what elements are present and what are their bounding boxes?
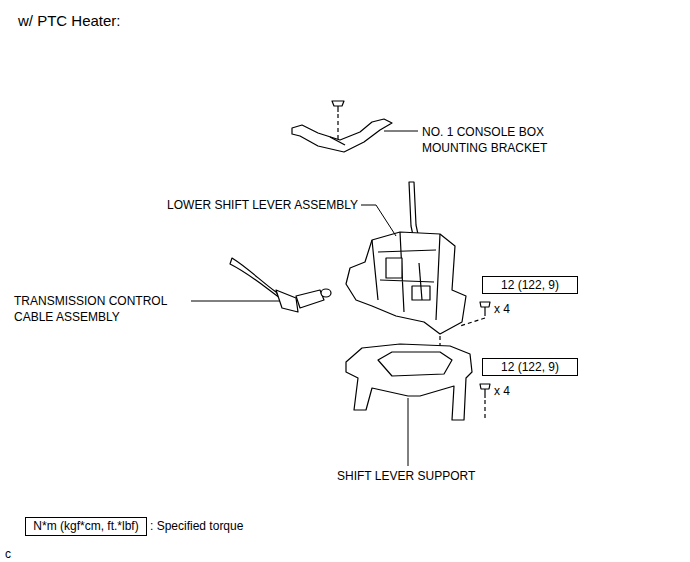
cable-end [321,289,331,297]
torque-value: 12 (122, 9) [501,360,559,374]
legend-torque-box: N*m (kgf*cm, ft.*lbf) [25,517,147,536]
bracket-edge [330,137,345,145]
bolt-shank [484,389,485,398]
bolt-head [480,384,490,389]
bolt-shank [337,106,338,112]
shift-lever-support [346,344,472,420]
part-name: TRANSMISSION CONTROL CABLE ASSEMBLY [14,293,189,325]
assembly-detail [372,232,440,320]
part-name: SHIFT LEVER SUPPORT [337,468,475,484]
figure-code: c [5,546,11,562]
torque-spec-box: 12 (122, 9) [482,276,578,294]
quantity: x 4 [494,383,510,399]
leader-line [384,131,418,132]
leader-line [191,301,280,302]
shift-lever-assembly [346,232,466,334]
lever-shaft [419,263,422,300]
part-name: LOWER SHIFT LEVER ASSEMBLY [112,197,358,213]
dashed-line [484,400,485,420]
bolt-head [332,101,344,106]
dashed-line [337,114,338,140]
torque-spec-box: 12 (122, 9) [482,358,578,376]
bolt-shank [484,307,485,316]
control-cable [230,258,280,298]
support-opening [378,352,452,376]
legend-text: : Specified torque [150,518,243,534]
torque-value: 12 (122, 9) [501,278,559,292]
leader-line [361,205,396,236]
bolt-head [480,302,490,307]
part-name: NO. 1 CONSOLE BOX MOUNTING BRACKET [422,124,572,156]
quantity: x 4 [494,301,510,317]
dashed-line [460,318,485,326]
cable-fitting [296,290,324,308]
leader-line [408,398,409,466]
mounting-bracket [292,119,392,152]
diagram-title: w/ PTC Heater: [18,12,121,30]
torque-value: N*m (kgf*cm, ft.*lbf) [33,519,138,533]
assembly-detail [386,258,402,278]
